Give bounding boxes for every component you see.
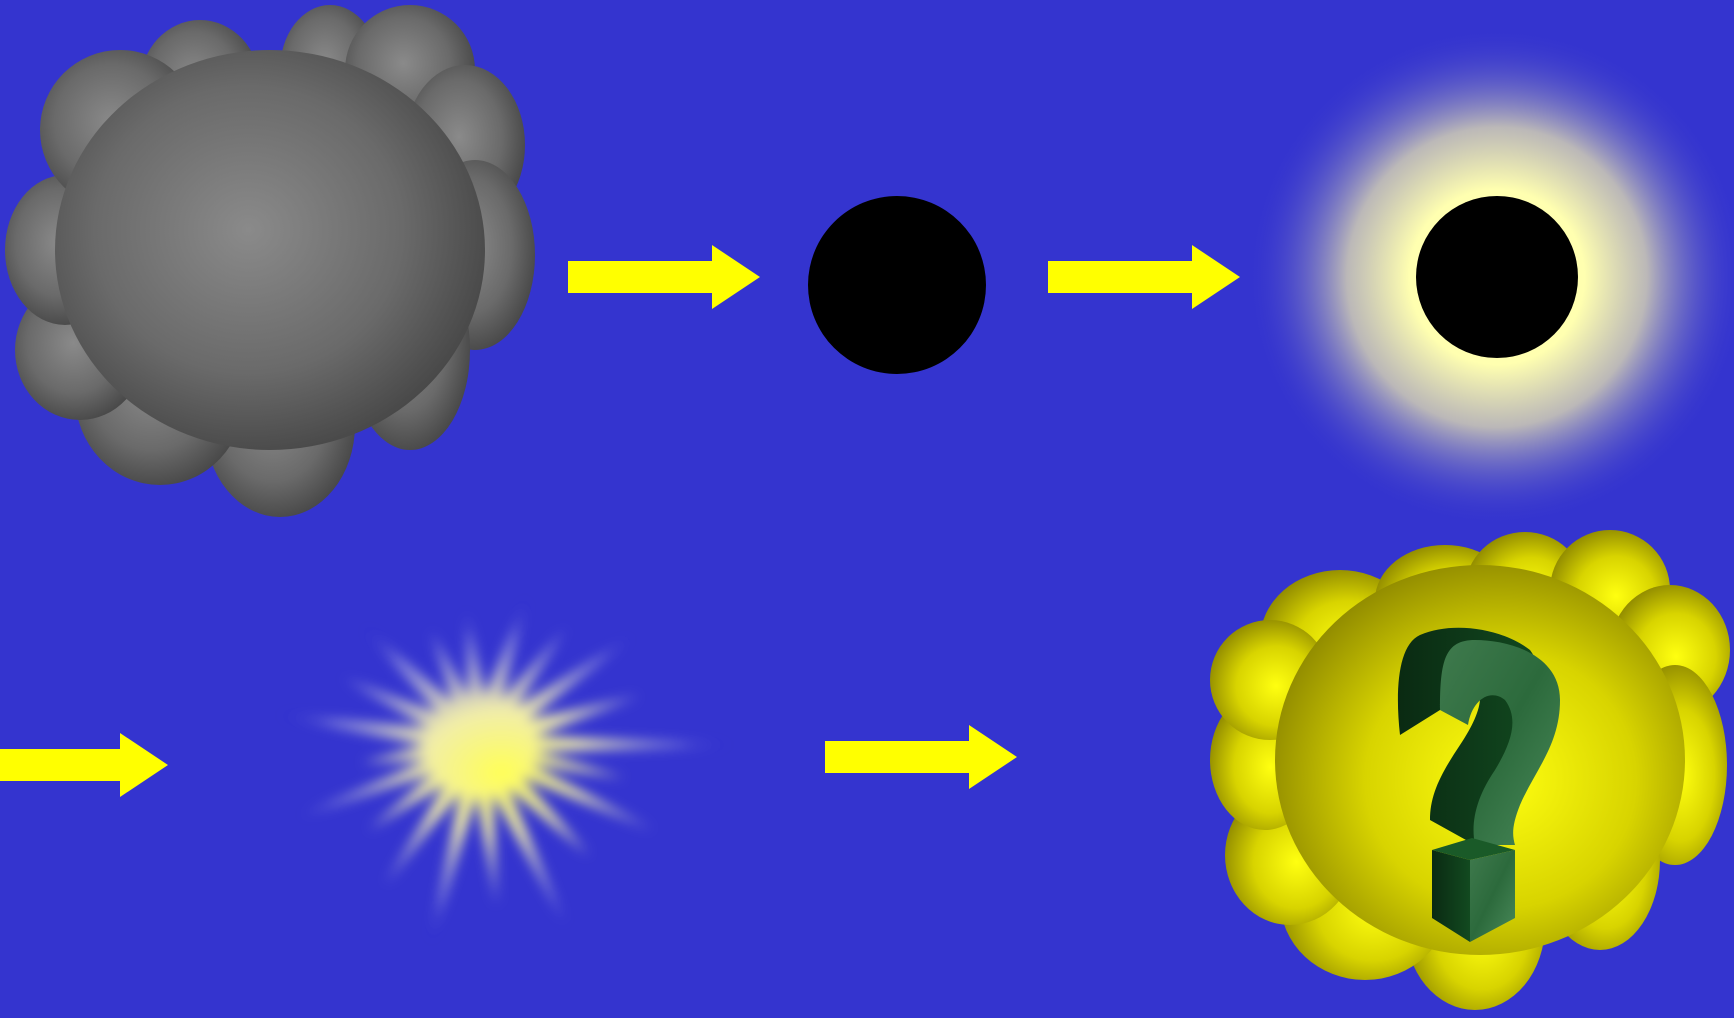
arrow-right-1 <box>568 245 760 309</box>
starburst <box>263 593 740 953</box>
glowing-dot <box>1247 27 1734 527</box>
black-dot <box>808 196 986 374</box>
gray-cloud <box>5 5 535 517</box>
arrow-right-4 <box>825 725 1017 789</box>
question-mark-icon <box>1397 627 1560 942</box>
arrow-right-3 <box>0 733 168 797</box>
arrow-right-2 <box>1048 245 1240 309</box>
